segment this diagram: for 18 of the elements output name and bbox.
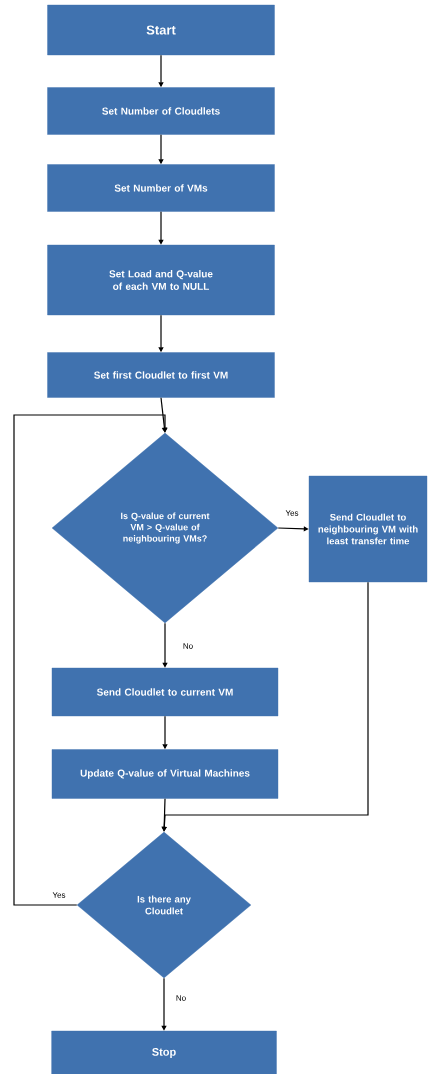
process-box: Set first Cloudlet to first VM	[47, 352, 275, 398]
process-box: Set Number of VMs	[47, 164, 275, 212]
edge-label: No	[174, 994, 188, 1002]
process-box: Set Load and Q-value of each VM to NULL	[47, 244, 275, 316]
process-box: Set Number of Cloudlets	[47, 87, 275, 135]
process-box: Send Cloudlet to neighbouring VM with least transfer time	[308, 475, 428, 583]
edge-label: Yes	[284, 509, 300, 517]
process-box: Start	[47, 4, 275, 56]
arrow	[161, 977, 167, 1031]
process-box: Update Q-value of Virtual Machines	[51, 749, 279, 799]
edge-label: Yes	[51, 891, 67, 899]
process-box: Stop	[51, 1030, 277, 1074]
arrow	[277, 526, 309, 532]
process-box: Send Cloudlet to current VM	[51, 667, 279, 717]
arrow	[13, 414, 168, 906]
edge-label: No	[181, 642, 195, 650]
arrow	[158, 211, 164, 245]
arrow	[162, 622, 168, 668]
